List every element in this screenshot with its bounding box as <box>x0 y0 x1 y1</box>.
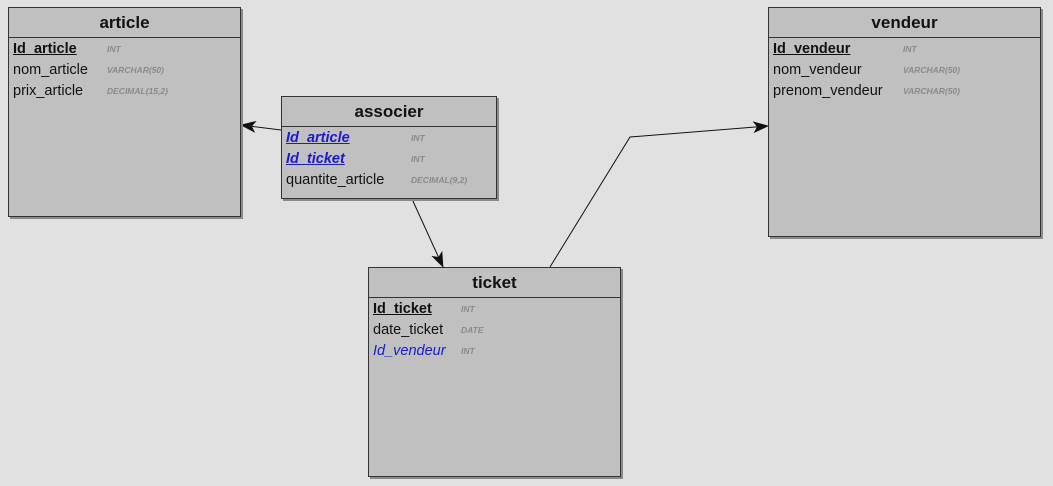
foreign-primary-key-field: Id_ticket <box>286 151 345 167</box>
link-associer-article <box>240 120 282 133</box>
field-type: VARCHAR(50) <box>903 65 960 75</box>
foreign-primary-key-field: Id_article <box>286 130 350 146</box>
entity-title: vendeur <box>769 8 1040 38</box>
link-associer-ticket <box>411 198 444 268</box>
field-name: nom_vendeur <box>773 62 862 78</box>
link-ticket-vendeur <box>549 121 769 268</box>
primary-key-field: Id_vendeur <box>773 41 851 57</box>
field-row: Id_article INT <box>282 128 496 149</box>
field-name: prix_article <box>13 83 84 99</box>
primary-key-field: Id_ticket <box>373 301 432 317</box>
field-type: INT <box>461 304 475 314</box>
entity-article[interactable]: article Id_article INT nom_article VARCH… <box>8 7 241 217</box>
primary-key-field: Id_article <box>13 41 77 57</box>
field-type: DATE <box>461 325 484 335</box>
entity-ticket[interactable]: ticket Id_ticket INT date_ticket DATE Id… <box>368 267 621 477</box>
field-type: VARCHAR(50) <box>903 86 960 96</box>
field-type: DECIMAL(15,2) <box>107 86 168 96</box>
foreign-key-field: Id_vendeur <box>373 343 446 359</box>
field-name: date_ticket <box>373 322 444 338</box>
field-type: INT <box>411 133 425 143</box>
field-row: prenom_vendeur VARCHAR(50) <box>769 81 1040 102</box>
field-type: INT <box>411 154 425 164</box>
field-name: prenom_vendeur <box>773 83 883 99</box>
field-type: INT <box>107 44 121 54</box>
entity-title: associer <box>282 97 496 127</box>
field-type: INT <box>903 44 917 54</box>
field-name: quantite_article <box>286 172 385 188</box>
entity-vendeur[interactable]: vendeur Id_vendeur INT nom_vendeur VARCH… <box>768 7 1041 237</box>
entity-title: ticket <box>369 268 620 298</box>
field-name: nom_article <box>13 62 88 78</box>
field-row: Id_article INT <box>9 39 240 60</box>
field-type: DECIMAL(9,2) <box>411 175 468 185</box>
field-row: Id_ticket INT <box>369 299 620 320</box>
field-type: VARCHAR(50) <box>107 65 164 75</box>
field-row: prix_article DECIMAL(15,2) <box>9 81 240 102</box>
field-row: quantite_article DECIMAL(9,2) <box>282 170 496 191</box>
entity-title: article <box>9 8 240 38</box>
entity-associer[interactable]: associer Id_article INT Id_ticket INT qu… <box>281 96 497 199</box>
field-type: INT <box>461 346 475 356</box>
field-row: nom_vendeur VARCHAR(50) <box>769 60 1040 81</box>
field-row: Id_vendeur INT <box>369 341 620 362</box>
field-row: nom_article VARCHAR(50) <box>9 60 240 81</box>
field-row: Id_vendeur INT <box>769 39 1040 60</box>
field-row: date_ticket DATE <box>369 320 620 341</box>
field-row: Id_ticket INT <box>282 149 496 170</box>
